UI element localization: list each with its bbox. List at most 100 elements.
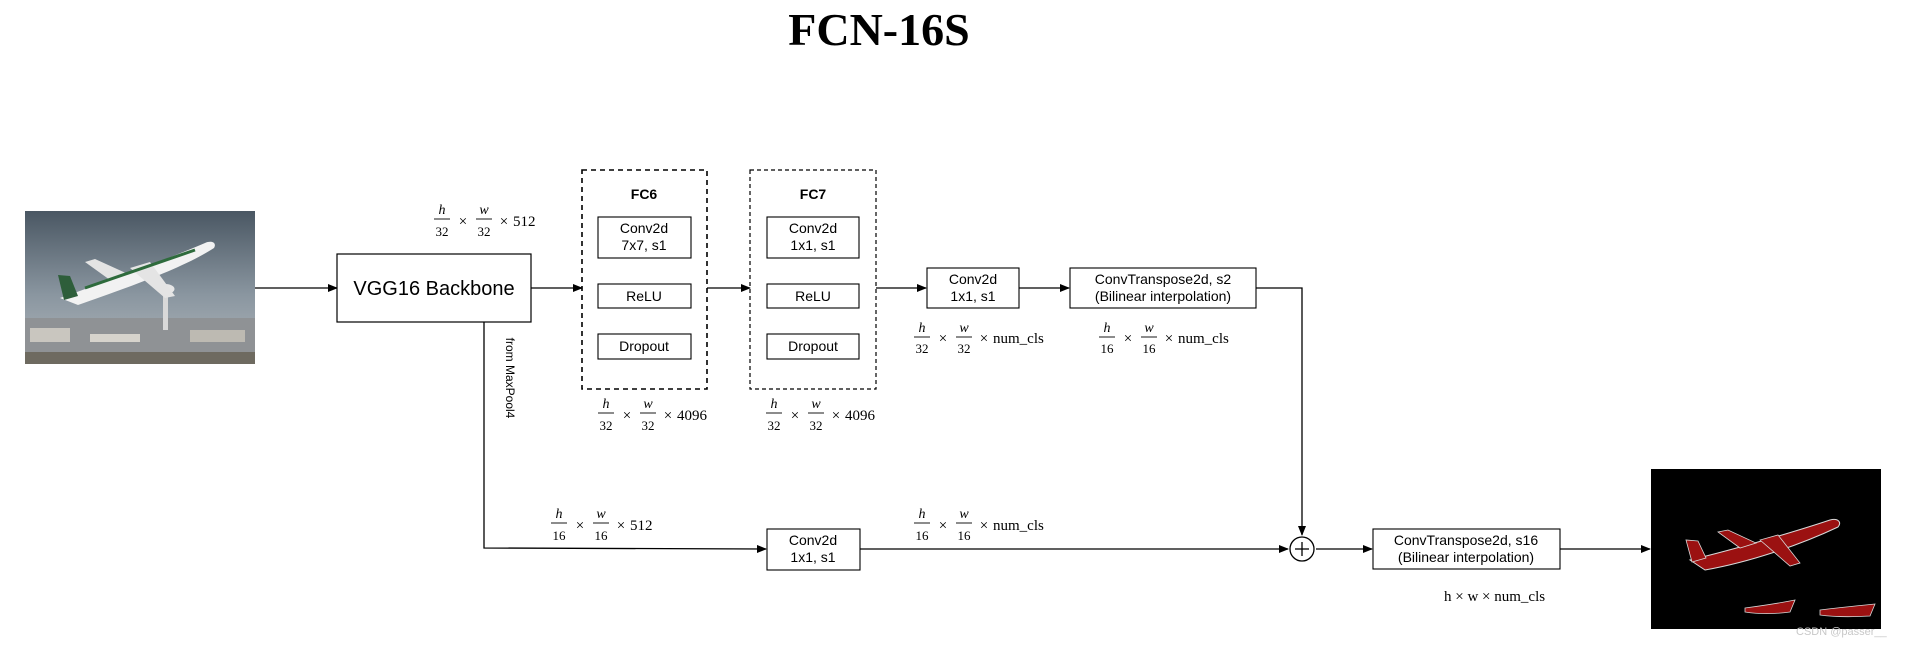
score32-line2: 1x1, s1 bbox=[950, 288, 995, 304]
svg-text:4096: 4096 bbox=[677, 408, 708, 424]
svg-text:16: 16 bbox=[958, 528, 972, 543]
fc6-conv-line2: 7x7, s1 bbox=[621, 237, 666, 253]
svg-text:h: h bbox=[771, 397, 778, 412]
shape-upsample2-out: h 16 × w 16 × num_cls bbox=[1099, 321, 1229, 356]
fc6-relu-box bbox=[597, 283, 692, 309]
fc6-dropout-label: Dropout bbox=[619, 338, 669, 354]
svg-text:×: × bbox=[576, 518, 584, 534]
svg-text:×: × bbox=[1124, 331, 1132, 347]
svg-text:32: 32 bbox=[600, 418, 613, 433]
output-image bbox=[1651, 469, 1881, 629]
arrow-pool4-to-score16 bbox=[483, 322, 767, 553]
fc7-conv-line1: Conv2d bbox=[789, 220, 837, 236]
svg-text:num_cls: num_cls bbox=[993, 331, 1044, 347]
add-node bbox=[1289, 536, 1315, 562]
fc7-group: FC7 Conv2d 1x1, s1 ReLU Dropout bbox=[749, 169, 877, 390]
fc7-conv-box bbox=[766, 216, 860, 259]
fc6-conv-box bbox=[597, 216, 692, 259]
shape-pool4-out: h 16 × w 16 × 512 bbox=[551, 507, 653, 543]
input-image bbox=[25, 211, 255, 364]
fc6-conv-line1: Conv2d bbox=[620, 220, 668, 236]
svg-text:w: w bbox=[479, 203, 489, 218]
arrow-upsample2-to-add bbox=[1256, 287, 1306, 536]
svg-text:4096: 4096 bbox=[845, 408, 876, 424]
svg-text:32: 32 bbox=[958, 341, 971, 356]
svg-text:w: w bbox=[959, 507, 969, 522]
fc7-dropout-box bbox=[766, 333, 860, 360]
upsample2-block: ConvTranspose2d, s2 (Bilinear interpolat… bbox=[1069, 267, 1257, 309]
svg-text:512: 512 bbox=[513, 214, 536, 230]
shape-score16-out: h 16 × w 16 × num_cls bbox=[914, 507, 1044, 543]
watermark: CSDN @passer__ bbox=[1796, 626, 1888, 638]
svg-text:×: × bbox=[500, 214, 508, 230]
shape-final-out: h × w × num_cls bbox=[1444, 589, 1545, 605]
svg-text:32: 32 bbox=[810, 418, 823, 433]
fc7-title: FC7 bbox=[800, 186, 827, 202]
svg-text:16: 16 bbox=[595, 528, 609, 543]
svg-text:num_cls: num_cls bbox=[1178, 331, 1229, 347]
svg-text:h: h bbox=[919, 321, 926, 336]
vgg16-backbone-block: VGG16 Backbone bbox=[336, 253, 532, 323]
shape-score32-out: h 32 × w 32 × num_cls bbox=[914, 321, 1044, 356]
svg-text:×: × bbox=[939, 331, 947, 347]
shape-backbone-out: h 32 × w 32 × 512 bbox=[434, 203, 536, 239]
svg-text:512: 512 bbox=[630, 518, 653, 534]
svg-text:×: × bbox=[617, 518, 625, 534]
svg-text:h: h bbox=[556, 507, 563, 522]
svg-text:16: 16 bbox=[553, 528, 567, 543]
score32-line1: Conv2d bbox=[949, 271, 997, 287]
fc7-relu-label: ReLU bbox=[795, 288, 831, 304]
fc6-group: FC6 Conv2d 7x7, s1 ReLU Dropout bbox=[581, 169, 708, 390]
svg-text:32: 32 bbox=[768, 418, 781, 433]
skip-connection-label: from MaxPool4 bbox=[503, 338, 517, 419]
svg-text:16: 16 bbox=[916, 528, 930, 543]
svg-text:w: w bbox=[643, 397, 653, 412]
diagram-title: FCN-16S bbox=[788, 4, 969, 55]
fc7-dropout-label: Dropout bbox=[788, 338, 838, 354]
score32-conv-block: Conv2d 1x1, s1 bbox=[926, 267, 1020, 309]
svg-text:32: 32 bbox=[478, 224, 491, 239]
svg-text:16: 16 bbox=[1101, 341, 1115, 356]
svg-text:×: × bbox=[1165, 331, 1173, 347]
svg-text:h: h bbox=[439, 203, 446, 218]
svg-text:×: × bbox=[791, 408, 799, 424]
upsample2-line1: ConvTranspose2d, s2 bbox=[1095, 271, 1232, 287]
upsample16-block: ConvTranspose2d, s16 (Bilinear interpola… bbox=[1372, 528, 1561, 570]
shape-fc6-out: h 32 × w 32 × 4096 bbox=[598, 397, 708, 433]
svg-text:×: × bbox=[832, 408, 840, 424]
fc7-conv-line2: 1x1, s1 bbox=[790, 237, 835, 253]
fc6-dropout-box bbox=[597, 333, 692, 360]
svg-text:32: 32 bbox=[916, 341, 929, 356]
svg-text:×: × bbox=[980, 331, 988, 347]
segmentation-mask-shape bbox=[1685, 519, 1876, 618]
svg-text:32: 32 bbox=[436, 224, 449, 239]
shape-fc7-out: h 32 × w 32 × 4096 bbox=[766, 397, 876, 433]
fc6-title: FC6 bbox=[631, 186, 658, 202]
score16-conv-block: Conv2d 1x1, s1 bbox=[766, 528, 861, 571]
svg-text:16: 16 bbox=[1143, 341, 1157, 356]
svg-text:h: h bbox=[919, 507, 926, 522]
svg-text:×: × bbox=[623, 408, 631, 424]
upsample16-line2: (Bilinear interpolation) bbox=[1398, 549, 1534, 565]
svg-text:×: × bbox=[980, 518, 988, 534]
fc6-relu-label: ReLU bbox=[626, 288, 662, 304]
svg-text:×: × bbox=[664, 408, 672, 424]
svg-text:h: h bbox=[603, 397, 610, 412]
svg-text:w: w bbox=[596, 507, 606, 522]
score16-line1: Conv2d bbox=[789, 532, 837, 548]
svg-text:×: × bbox=[459, 214, 467, 230]
upsample2-line2: (Bilinear interpolation) bbox=[1095, 288, 1231, 304]
score16-line2: 1x1, s1 bbox=[790, 549, 835, 565]
svg-text:h: h bbox=[1104, 321, 1111, 336]
svg-text:×: × bbox=[939, 518, 947, 534]
svg-text:w: w bbox=[1144, 321, 1154, 336]
upsample16-line1: ConvTranspose2d, s16 bbox=[1394, 532, 1538, 548]
svg-text:w: w bbox=[959, 321, 969, 336]
fc7-relu-box bbox=[766, 283, 860, 309]
svg-text:num_cls: num_cls bbox=[993, 518, 1044, 534]
svg-text:w: w bbox=[811, 397, 821, 412]
svg-text:32: 32 bbox=[642, 418, 655, 433]
backbone-label: VGG16 Backbone bbox=[353, 278, 514, 300]
